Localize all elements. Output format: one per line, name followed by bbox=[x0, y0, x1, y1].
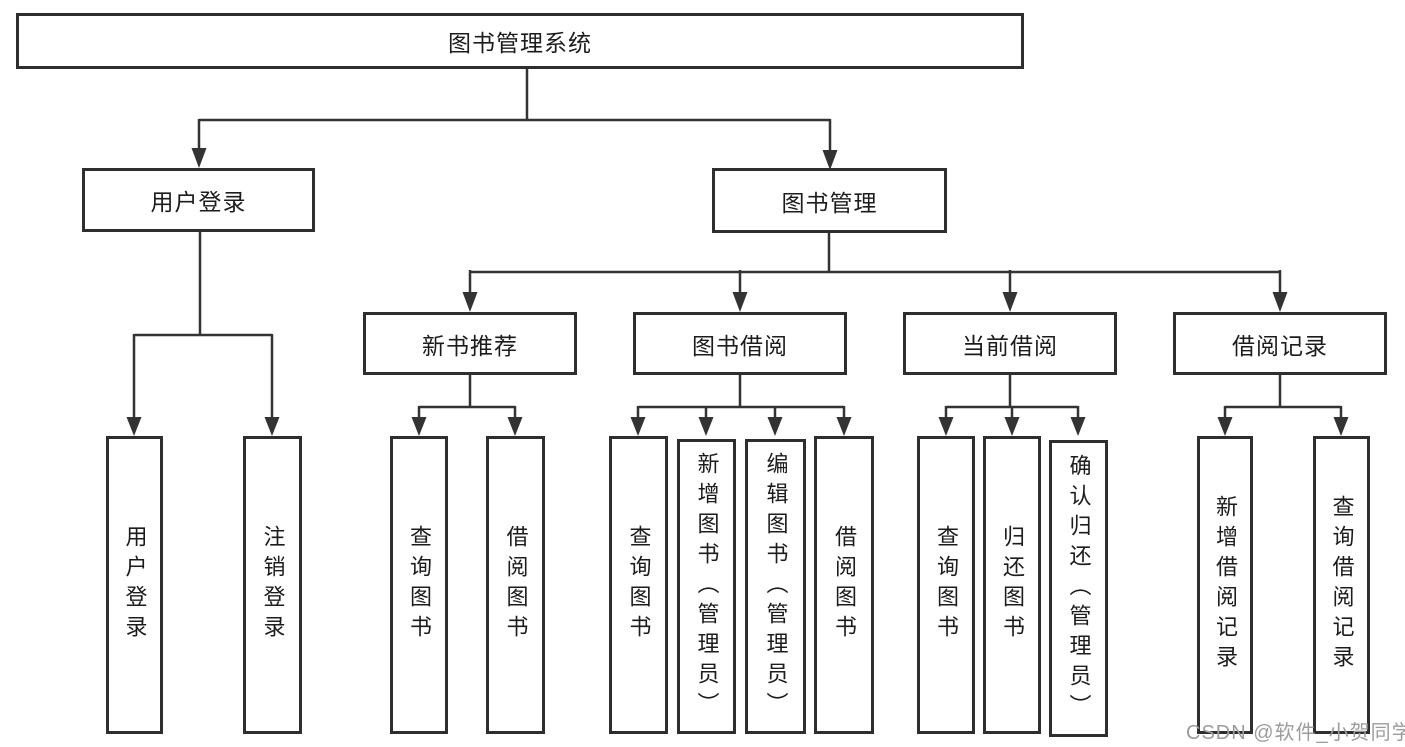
leaf-query-book-borrow: 查询图书 bbox=[609, 436, 668, 734]
node-new-book-recommend-label: 新书推荐 bbox=[422, 332, 518, 359]
leaf-add-book-admin: 新增图书（管理员） bbox=[677, 439, 736, 734]
arrowheads bbox=[126, 148, 1349, 436]
leaf-borrow-book-label: 借阅图书 bbox=[832, 525, 857, 645]
leaf-logout: 注销登录 bbox=[243, 436, 302, 734]
leaf-confirm-return-admin-label: 确认归还（管理员） bbox=[1066, 453, 1092, 724]
leaf-return-book-label: 归还图书 bbox=[1000, 525, 1025, 645]
leaf-return-book: 归还图书 bbox=[983, 436, 1041, 734]
node-user-login-label: 用户登录 bbox=[150, 189, 247, 215]
leaf-logout-label: 注销登录 bbox=[260, 525, 286, 645]
node-current-borrow: 当前借阅 bbox=[903, 312, 1117, 375]
watermark: CSDN @软件_小贺同学 bbox=[1186, 722, 1405, 744]
leaf-add-book-admin-label: 新增图书（管理员） bbox=[694, 451, 720, 722]
node-book-borrow: 图书借阅 bbox=[633, 312, 847, 375]
node-book-management-label: 图书管理 bbox=[781, 189, 878, 216]
leaf-query-book-recommend-label: 查询图书 bbox=[407, 525, 432, 645]
leaf-add-borrow-record: 新增借阅记录 bbox=[1197, 436, 1253, 734]
leaf-add-borrow-record-label: 新增借阅记录 bbox=[1213, 495, 1238, 675]
node-book-borrow-label: 图书借阅 bbox=[692, 332, 788, 359]
leaf-borrow-book-recommend-label: 借阅图书 bbox=[503, 525, 529, 645]
node-root-label: 图书管理系统 bbox=[448, 30, 592, 56]
node-borrow-records: 借阅记录 bbox=[1173, 312, 1387, 375]
leaf-query-borrow-record-label: 查询借阅记录 bbox=[1329, 495, 1355, 675]
leaf-user-login-label: 用户登录 bbox=[122, 525, 148, 645]
leaf-query-borrow-record: 查询借阅记录 bbox=[1313, 436, 1370, 734]
node-borrow-records-label: 借阅记录 bbox=[1232, 332, 1328, 359]
node-root: 图书管理系统 bbox=[16, 13, 1024, 69]
leaf-query-book-current-label: 查询图书 bbox=[934, 525, 959, 645]
node-book-management: 图书管理 bbox=[712, 168, 947, 233]
node-new-book-recommend: 新书推荐 bbox=[363, 312, 577, 375]
leaf-edit-book-admin-label: 编辑图书（管理员） bbox=[763, 451, 789, 722]
leaf-confirm-return-admin: 确认归还（管理员） bbox=[1049, 440, 1108, 737]
leaf-query-book-borrow-label: 查询图书 bbox=[626, 525, 652, 645]
leaf-borrow-book-recommend: 借阅图书 bbox=[486, 436, 545, 734]
leaf-borrow-book: 借阅图书 bbox=[814, 436, 874, 734]
leaf-edit-book-admin: 编辑图书（管理员） bbox=[745, 439, 806, 734]
leaf-query-book-current: 查询图书 bbox=[917, 436, 975, 734]
node-current-borrow-label: 当前借阅 bbox=[962, 332, 1058, 359]
leaf-user-login: 用户登录 bbox=[106, 436, 163, 734]
leaf-query-book-recommend: 查询图书 bbox=[390, 436, 448, 734]
node-user-login: 用户登录 bbox=[82, 168, 315, 232]
